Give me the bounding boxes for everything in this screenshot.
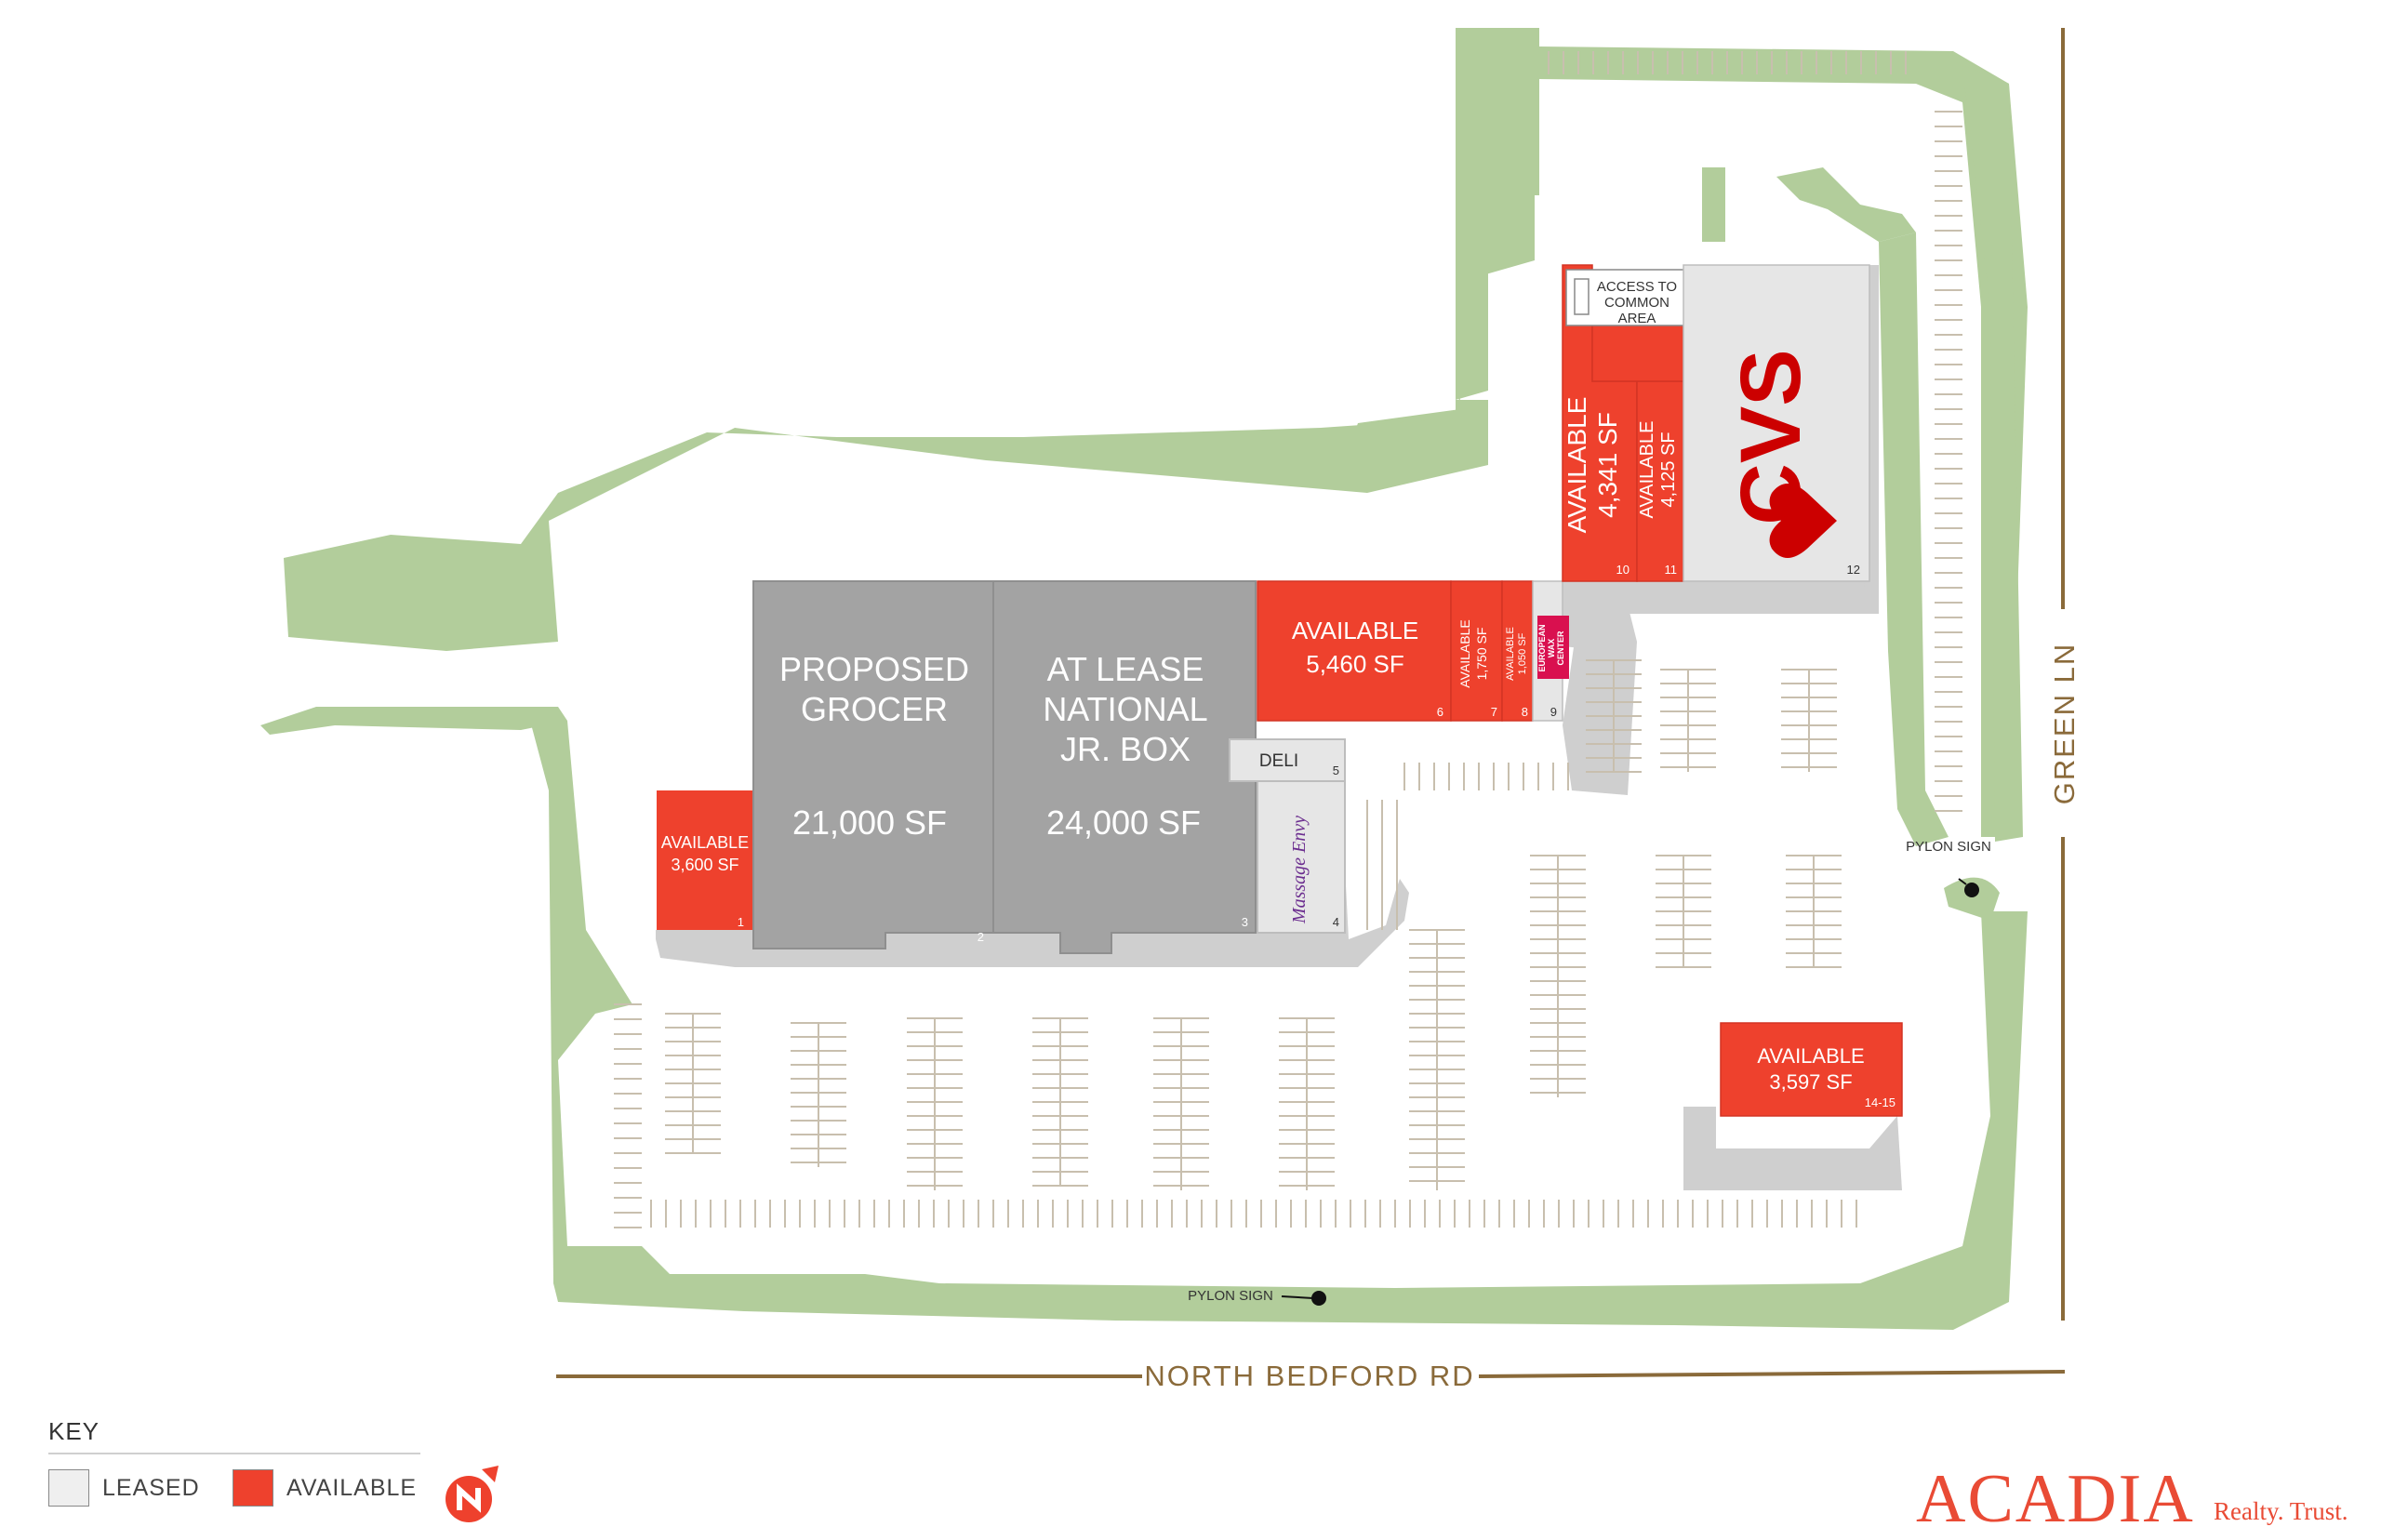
unit-11-number: 11 bbox=[1665, 563, 1678, 577]
pylon-signs: PYLON SIGN PYLON SIGN bbox=[1188, 839, 1991, 1306]
buildings bbox=[657, 264, 1903, 1117]
unit-10-number: 10 bbox=[1616, 563, 1629, 577]
unit-10-label: AVAILABLE bbox=[1563, 397, 1591, 534]
unit-11-size: 4,125 SF bbox=[1658, 431, 1679, 507]
unit-8-available[interactable] bbox=[1501, 580, 1534, 722]
north-bedford-rd-label: NORTH BEDFORD RD bbox=[1144, 1360, 1474, 1392]
unit-2-number: 2 bbox=[978, 930, 984, 944]
unit-labels: AVAILABLE 3,600 SF 1 PROPOSED GROCER 21,… bbox=[661, 279, 1895, 1109]
unit-6-number: 6 bbox=[1437, 705, 1443, 719]
access-label-1: ACCESS TO bbox=[1597, 279, 1677, 295]
unit-14-15-available[interactable] bbox=[1720, 1022, 1903, 1117]
access-label-2: COMMON bbox=[1604, 295, 1669, 311]
unit-1-label: AVAILABLE bbox=[661, 833, 749, 852]
unit-2-proposed-grocer[interactable] bbox=[752, 580, 994, 949]
unit-6-size: 5,460 SF bbox=[1306, 650, 1404, 678]
unit-8-number: 8 bbox=[1522, 705, 1528, 719]
unit-9-label-3: CENTER bbox=[1556, 631, 1565, 666]
unit-9-number: 9 bbox=[1550, 705, 1557, 719]
european-wax-logo bbox=[1537, 616, 1569, 679]
unit-8-size: 1,050 SF bbox=[1517, 632, 1528, 674]
unit-3-label-3: JR. BOX bbox=[1060, 730, 1190, 768]
key-available-label: AVAILABLE bbox=[286, 1474, 418, 1501]
pylon-sign-south-label: PYLON SIGN bbox=[1188, 1288, 1273, 1304]
unit-2-label-2: GROCER bbox=[801, 690, 948, 728]
unit-9-label-2: WAX bbox=[1547, 639, 1556, 658]
key-available-swatch bbox=[233, 1469, 273, 1507]
unit-2-label: PROPOSED bbox=[779, 650, 969, 688]
north-arrow-icon bbox=[446, 1466, 499, 1522]
unit-3-national-jr-box[interactable] bbox=[992, 580, 1257, 954]
greenspace bbox=[260, 28, 2028, 1330]
unit-3-size: 24,000 SF bbox=[1046, 803, 1201, 842]
unit-1-size: 3,600 SF bbox=[671, 856, 738, 874]
key-leased: LEASED bbox=[48, 1469, 200, 1507]
unit-1-available[interactable] bbox=[657, 790, 753, 930]
massage-envy-logo: Massage Envy bbox=[1289, 816, 1310, 924]
access-label-3: AREA bbox=[1618, 311, 1656, 326]
unit-6-label: AVAILABLE bbox=[1292, 617, 1418, 644]
cvs-heart-icon bbox=[1769, 484, 1837, 558]
pylon-sign-south-marker bbox=[1311, 1291, 1326, 1306]
acadia-logo: ACADIA bbox=[1916, 1461, 2195, 1537]
unit-7-label: AVAILABLE bbox=[1457, 619, 1472, 687]
green-ln-label: GREEN LN bbox=[2048, 643, 2081, 804]
unit-14-size: 3,597 SF bbox=[1769, 1070, 1852, 1094]
unit-1-number: 1 bbox=[738, 915, 744, 929]
pylon-sign-east-marker bbox=[1964, 883, 1979, 897]
north-bedford-rd-line-right bbox=[1478, 1370, 2066, 1378]
unit-5-number: 5 bbox=[1333, 763, 1339, 777]
cvs-logo: CVS bbox=[1723, 349, 1837, 558]
unit-7-number: 7 bbox=[1491, 705, 1497, 719]
unit-14-number: 14-15 bbox=[1865, 1095, 1895, 1109]
unit-2-size: 21,000 SF bbox=[792, 803, 947, 842]
parking-lines bbox=[614, 51, 1962, 1228]
key-title: KEY bbox=[48, 1417, 100, 1445]
key-leased-label: LEASED bbox=[102, 1474, 200, 1501]
streets: NORTH BEDFORD RD GREEN LN bbox=[556, 28, 2081, 1392]
unit-11-label: AVAILABLE bbox=[1637, 421, 1657, 519]
pylon-sign-east-label: PYLON SIGN bbox=[1906, 839, 1991, 855]
unit-3-number: 3 bbox=[1242, 915, 1248, 929]
unit-7-size: 1,750 SF bbox=[1474, 628, 1489, 681]
unit-3-label: AT LEASE bbox=[1047, 650, 1204, 688]
unit-12-number: 12 bbox=[1847, 563, 1860, 577]
unit-8-label: AVAILABLE bbox=[1505, 627, 1516, 681]
unit-6-available[interactable] bbox=[1257, 580, 1452, 722]
key-leased-swatch bbox=[48, 1469, 89, 1507]
unit-3-label-2: NATIONAL bbox=[1043, 690, 1207, 728]
acadia-tagline: Realty. Trust. bbox=[2214, 1497, 2348, 1525]
unit-11-available[interactable] bbox=[1636, 380, 1684, 582]
unit-7-available[interactable] bbox=[1450, 580, 1503, 722]
unit-9-label-1: EUROPEAN bbox=[1537, 624, 1547, 671]
unit-4-number: 4 bbox=[1333, 915, 1339, 929]
unit-14-label: AVAILABLE bbox=[1757, 1044, 1864, 1068]
unit-5-deli[interactable] bbox=[1229, 738, 1346, 782]
key-divider bbox=[48, 1453, 420, 1454]
unit-5-label: DELI bbox=[1259, 751, 1298, 771]
unit-10-size: 4,341 SF bbox=[1593, 412, 1622, 518]
key-available: AVAILABLE bbox=[233, 1469, 417, 1507]
